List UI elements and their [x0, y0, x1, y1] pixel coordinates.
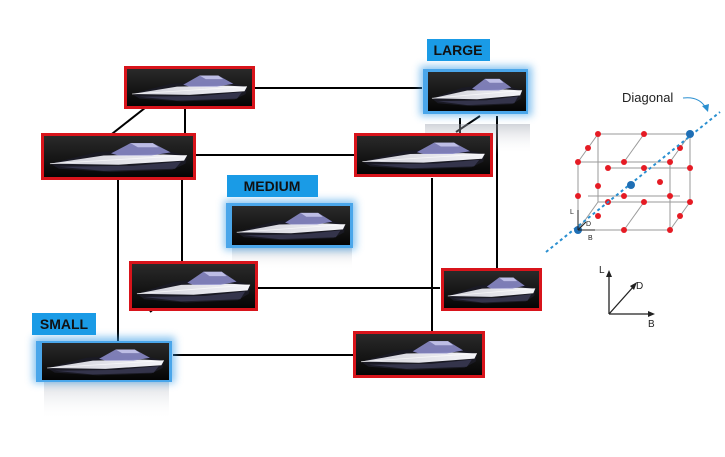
boat-top-front-left: [41, 133, 196, 180]
lattice-dots: [575, 131, 693, 233]
boat-bottom-back-left: [129, 261, 258, 311]
boat-bottom-front-right: [353, 331, 485, 378]
label-large-text: LARGE: [434, 42, 483, 58]
axis-legend-d: D: [636, 281, 643, 292]
label-small: SMALL: [32, 313, 96, 335]
boat-top-back-right-large: [420, 66, 532, 154]
label-medium: MEDIUM: [227, 175, 318, 197]
boat-top-front-right: [354, 133, 493, 177]
axis-legend-l: L: [599, 265, 605, 276]
diagonal-label: Diagonal: [622, 90, 673, 105]
axis-legend-b: B: [648, 319, 655, 330]
axis-legend: L D B: [599, 265, 655, 330]
boat-small: [33, 337, 175, 420]
boat-medium: [224, 200, 356, 270]
label-large: LARGE: [427, 39, 490, 61]
axis-small-b: B: [588, 235, 593, 242]
boat-bottom-back-right: [441, 268, 542, 311]
axis-small-d: D: [586, 221, 591, 228]
diagonal-dots: [574, 130, 694, 234]
axis-small: [577, 210, 595, 231]
boat-top-back-left: [124, 66, 255, 109]
label-small-text: SMALL: [40, 316, 89, 332]
axis-small-l: L: [570, 209, 574, 216]
label-medium-text: MEDIUM: [244, 178, 301, 194]
lattice-diagram: Diagonal L D B: [545, 90, 721, 253]
